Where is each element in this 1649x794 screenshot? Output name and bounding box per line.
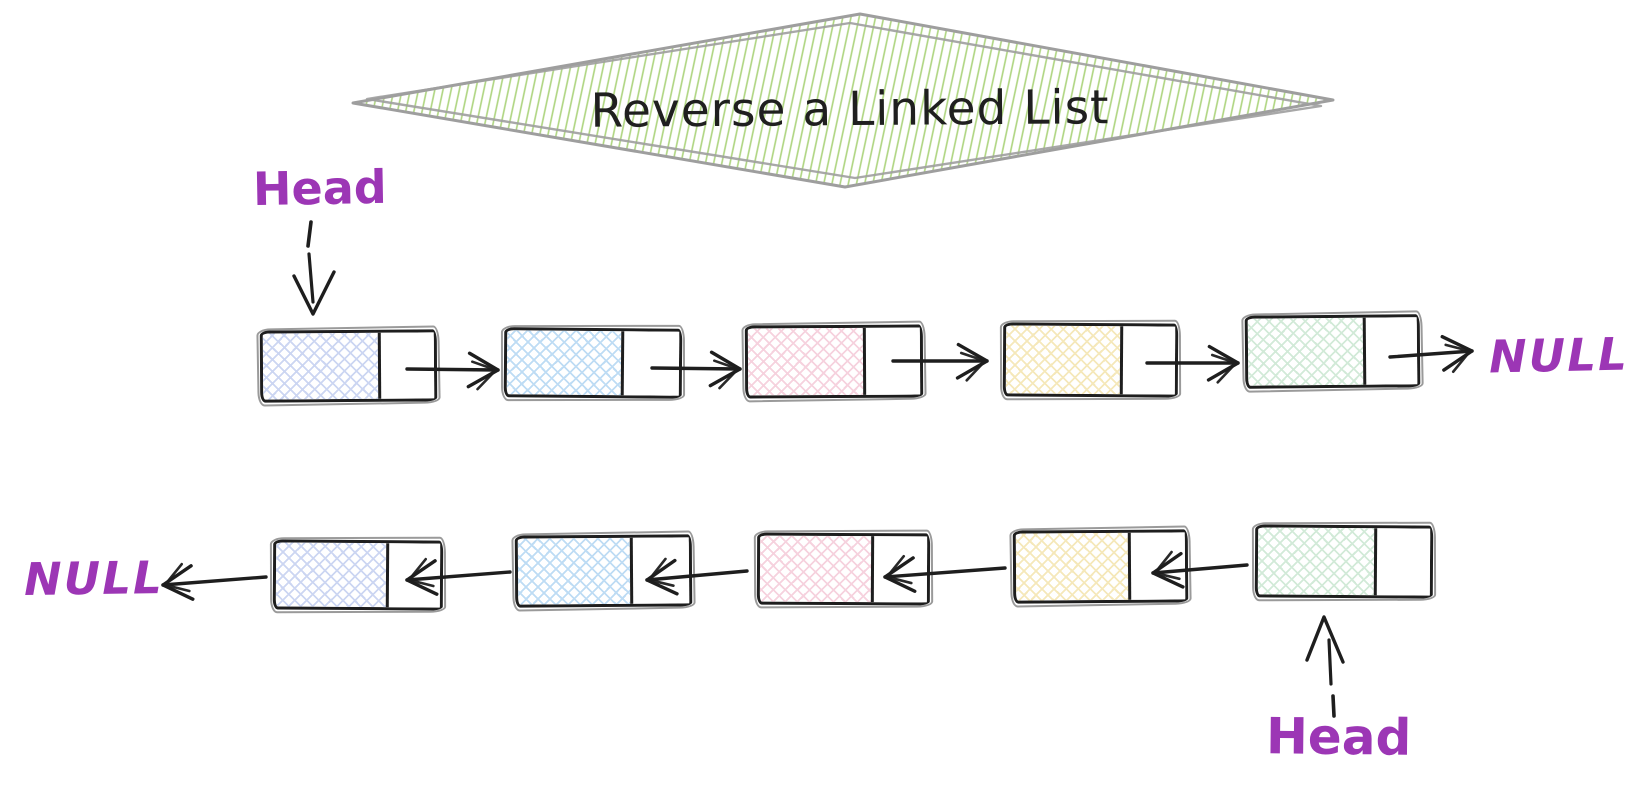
reversed-list-node-5 [1254,524,1434,599]
node-data-cell [506,330,622,396]
node-data-cell [517,537,631,605]
node-pointer-cell [1373,528,1431,596]
reversed-list-node-1 [272,539,444,611]
node-data-cell [275,542,387,608]
node-pointer-cell [377,332,435,399]
original-list-node-2 [503,327,683,399]
original-list-node-1 [259,329,438,403]
head-label-bottom: Head [1265,707,1412,767]
node-data-cell [759,535,872,603]
node-pointer-cell [620,331,680,396]
reversed-list-arrow-1 [161,562,268,601]
node-pointer-cell [1362,317,1418,385]
original-list-node-5 [1244,314,1421,389]
node-data-cell [1015,532,1129,601]
reversed-list-node-2 [514,534,693,608]
node-pointer-cell [862,327,921,395]
node-pointer-cell [385,543,441,608]
original-list-node-3 [744,324,924,399]
node-pointer-cell [1119,326,1176,395]
node-pointer-cell [1127,532,1186,600]
original-list-node-4 [1002,322,1179,398]
node-data-cell [1005,325,1121,395]
reversed-list-node-3 [756,532,931,606]
null-label-original: NULL [1488,327,1630,384]
diagram-title: Reverse a Linked List [590,80,1110,139]
null-label-reversed: NULL [23,551,164,606]
node-data-cell [262,332,379,400]
node-data-cell [1247,317,1364,386]
node-data-cell [1257,527,1375,596]
node-pointer-cell [629,537,690,604]
head-pointer-arrow-top [292,220,336,316]
node-pointer-cell [870,536,928,603]
head-pointer-arrow-bottom [1305,615,1345,718]
node-data-cell [747,327,864,396]
head-label-top: Head [252,159,388,217]
reversed-list-node-4 [1012,529,1189,604]
